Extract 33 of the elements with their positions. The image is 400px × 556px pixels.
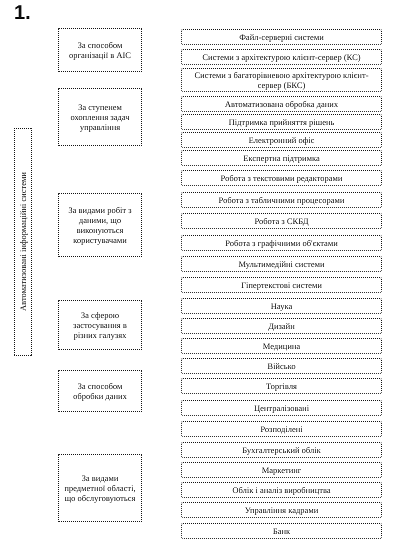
- system-type-box: Системи з архітектурою клієнт-сервер (КС): [181, 49, 382, 65]
- system-type-box: Експертна підтримка: [181, 150, 382, 166]
- system-type-box: Торгівля: [181, 378, 382, 394]
- vertical-title-box: Автоматизовані інформаційні системи: [14, 128, 32, 356]
- criterion-box: За ступенем охоплення задач управління: [58, 88, 142, 146]
- system-type-box: Підтримка прийняття рішень: [181, 114, 382, 130]
- system-type-box: Бухгалтерський облік: [181, 442, 382, 458]
- system-type-box: Медицина: [181, 338, 382, 354]
- system-type-box: Наука: [181, 298, 382, 314]
- system-type-box: Мультимедійні системи: [181, 256, 382, 272]
- system-type-box: Гіпертекстові системи: [181, 277, 382, 293]
- system-type-box: Робота з графічними об'єктами: [181, 235, 382, 251]
- criterion-box: За способом організації в АІС: [58, 28, 142, 72]
- system-type-box: Електронний офіс: [181, 132, 382, 148]
- system-type-box: Управління кадрами: [181, 502, 382, 518]
- system-type-box: Системи з багаторівневою архітектурою клієнт-сервер (БКС): [181, 68, 382, 92]
- system-type-box: Дизайн: [181, 318, 382, 334]
- system-type-box: Облік і аналіз виробництва: [181, 482, 382, 498]
- criterion-box: За способом обробки даних: [58, 370, 142, 412]
- system-type-box: Банк: [181, 523, 382, 539]
- system-type-box: Розподілені: [181, 421, 382, 437]
- system-type-box: Військо: [181, 358, 382, 374]
- system-type-box: Робота з текстовими редакторами: [181, 170, 382, 186]
- system-type-box: Файл-серверні системи: [181, 29, 382, 45]
- criterion-box: За видами робіт з даними, що виконуються користувачами: [58, 193, 142, 257]
- system-type-box: Централізовані: [181, 400, 382, 416]
- system-type-box: Робота з табличними процесорами: [181, 192, 382, 208]
- system-type-box: Робота з СКБД: [181, 213, 382, 229]
- criterion-box: За сферою застосування в різних галузях: [58, 300, 142, 350]
- criterion-box: За видами предметної області, що обслуговуються: [58, 454, 142, 522]
- figure-number: 1.: [14, 3, 31, 23]
- system-type-box: Автоматизована обробка даних: [181, 96, 382, 112]
- system-type-box: Маркетинг: [181, 462, 382, 478]
